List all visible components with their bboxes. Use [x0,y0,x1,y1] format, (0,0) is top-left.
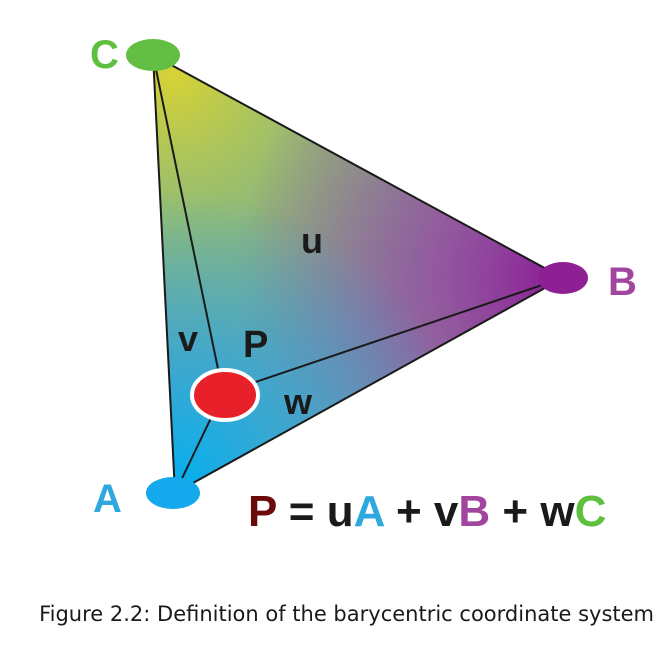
eq-v: v [434,487,459,536]
line-p-to-b [222,277,564,394]
eq-p: P [248,487,277,536]
equation: P = uA + vB + wC [248,487,606,536]
eq-a: A [354,487,385,536]
vertex-b-label: B [608,260,637,304]
region-v-label: v [178,318,198,359]
point-p-label: P [243,324,268,366]
vertex-a-label: A [93,477,122,521]
vertex-a-dot [146,477,200,509]
line-p-to-c [152,54,224,394]
barycentric-diagram: C B A u v w P P = uA + vB + wC [90,33,637,536]
eq-u: u [327,487,354,536]
eq-c: C [575,487,607,536]
eq-equals: = [277,487,327,536]
vertex-b-dot [538,262,588,294]
triangle-outline [151,53,566,495]
eq-w: w [539,487,575,536]
eq-plus-2: + [490,487,540,536]
figure-caption: Figure 2.2: Definition of the barycentri… [39,602,654,626]
point-p-dot [190,368,260,422]
vertex-c-dot [126,39,180,71]
eq-plus-1: + [384,487,434,536]
vertex-c-label: C [90,33,119,77]
region-w-label: w [283,381,313,422]
region-u-label: u [301,220,323,261]
eq-b: B [458,487,490,536]
